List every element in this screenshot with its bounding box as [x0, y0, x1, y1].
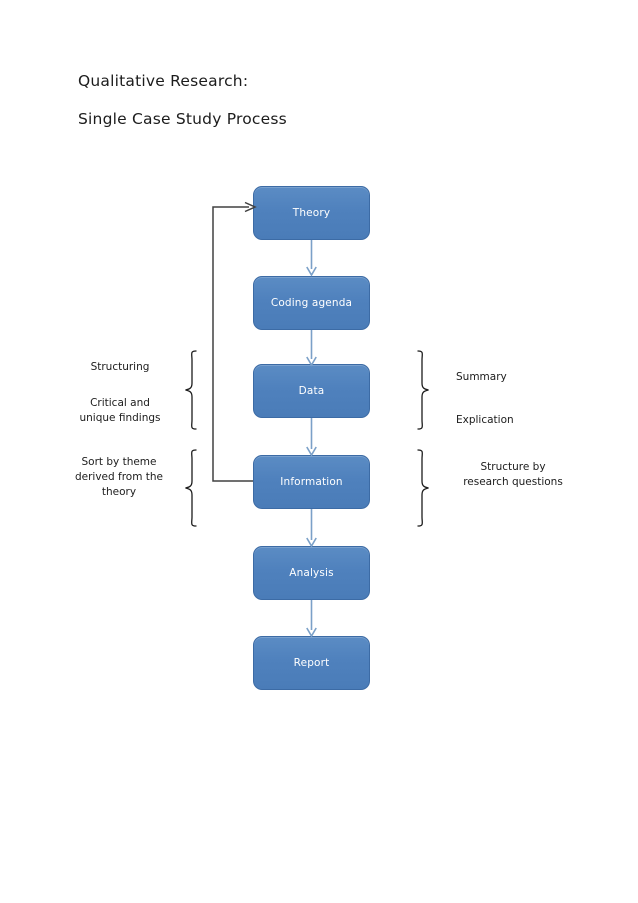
- flow-node-theory[interactable]: Theory: [253, 186, 370, 240]
- annotation-line: Critical and: [90, 397, 150, 409]
- page-title: Qualitative Research: Single Case Study …: [78, 72, 498, 128]
- flow-node-label: Data: [298, 384, 325, 397]
- title-line-1: Qualitative Research:: [78, 72, 249, 90]
- connector-information-to-analysis: [305, 509, 318, 548]
- brace-left-upper: [182, 350, 202, 430]
- annotation-line: unique findings: [79, 412, 161, 425]
- flow-node-information[interactable]: Information: [253, 455, 370, 509]
- annotation-line: derived from the: [74, 471, 164, 484]
- flow-node-label: Analysis: [289, 566, 334, 579]
- annotation-line: Structuring: [90, 361, 150, 373]
- annotation-line: theory: [101, 486, 137, 499]
- flow-node-label: Coding agenda: [270, 296, 353, 309]
- annotation-explication: Explication: [456, 413, 606, 428]
- flow-node-analysis[interactable]: Analysis: [253, 546, 370, 600]
- annotation-line: research questions: [463, 476, 563, 489]
- connector-theory-to-coding-agenda: [305, 240, 318, 277]
- annotation-sort-by-theme: Sort by theme derived from the theory: [54, 455, 184, 501]
- connector-coding-agenda-to-data: [305, 330, 318, 367]
- connector-analysis-to-report: [305, 600, 318, 638]
- flow-node-label: Report: [293, 656, 330, 669]
- annotation-line: Structure by: [480, 461, 546, 473]
- flow-node-label: Theory: [292, 206, 331, 219]
- brace-right-upper: [412, 350, 432, 430]
- annotation-summary: Summary: [456, 370, 606, 385]
- flow-node-label: Information: [280, 475, 343, 488]
- connector-data-to-information: [305, 418, 318, 457]
- annotation-line: Explication: [456, 414, 514, 426]
- annotation-line: Sort by theme: [81, 456, 157, 468]
- brace-left-lower: [182, 449, 202, 527]
- annotation-line: Summary: [456, 371, 507, 383]
- flow-node-report[interactable]: Report: [253, 636, 370, 690]
- annotation-structure-by-research-questions: Structure by research questions: [448, 460, 578, 490]
- flow-node-data[interactable]: Data: [253, 364, 370, 418]
- title-line-2: Single Case Study Process: [78, 109, 287, 128]
- flow-node-coding-agenda[interactable]: Coding agenda: [253, 276, 370, 330]
- annotation-structuring: Structuring: [60, 360, 180, 375]
- annotation-critical-unique-findings: Critical and unique findings: [60, 396, 180, 426]
- brace-right-lower: [412, 449, 432, 527]
- feedback-loop-information-to-theory: [205, 198, 263, 490]
